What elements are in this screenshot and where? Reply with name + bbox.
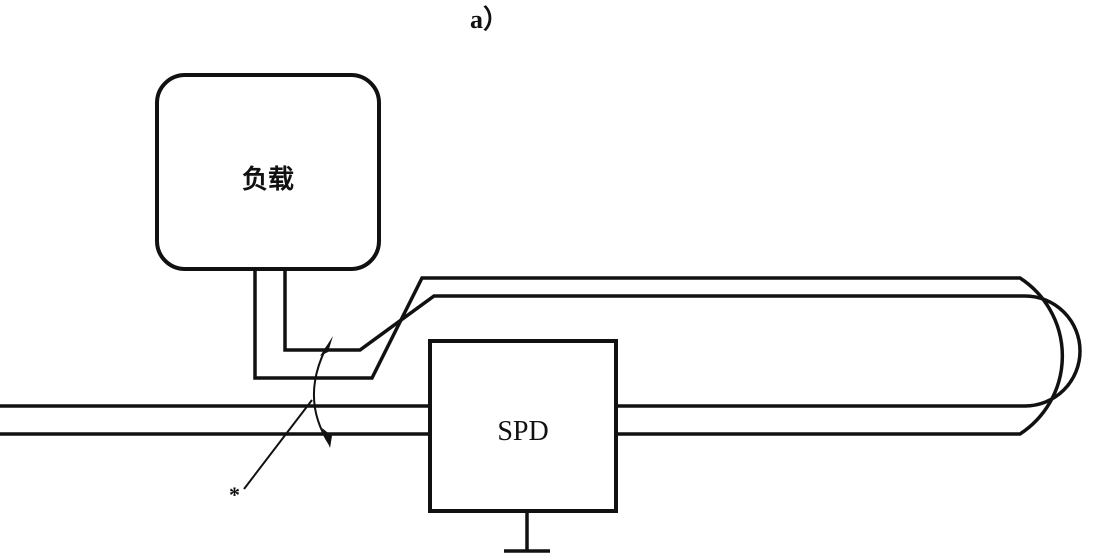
loop-conductor-inner [283,270,1082,408]
load-label: 负载 [242,165,294,195]
spd-label: SPD [497,416,548,447]
loop-conductor-outer [253,270,1065,436]
spd-box [428,339,618,513]
load-box [155,73,381,271]
arrow-head-bottom-icon [322,428,332,448]
annotation-asterisk: * [229,482,240,507]
subfigure-label: a） [470,5,509,34]
separation-arc [312,347,331,446]
annotation-leader-line [243,399,313,490]
arrow-head-top-icon [320,336,333,356]
